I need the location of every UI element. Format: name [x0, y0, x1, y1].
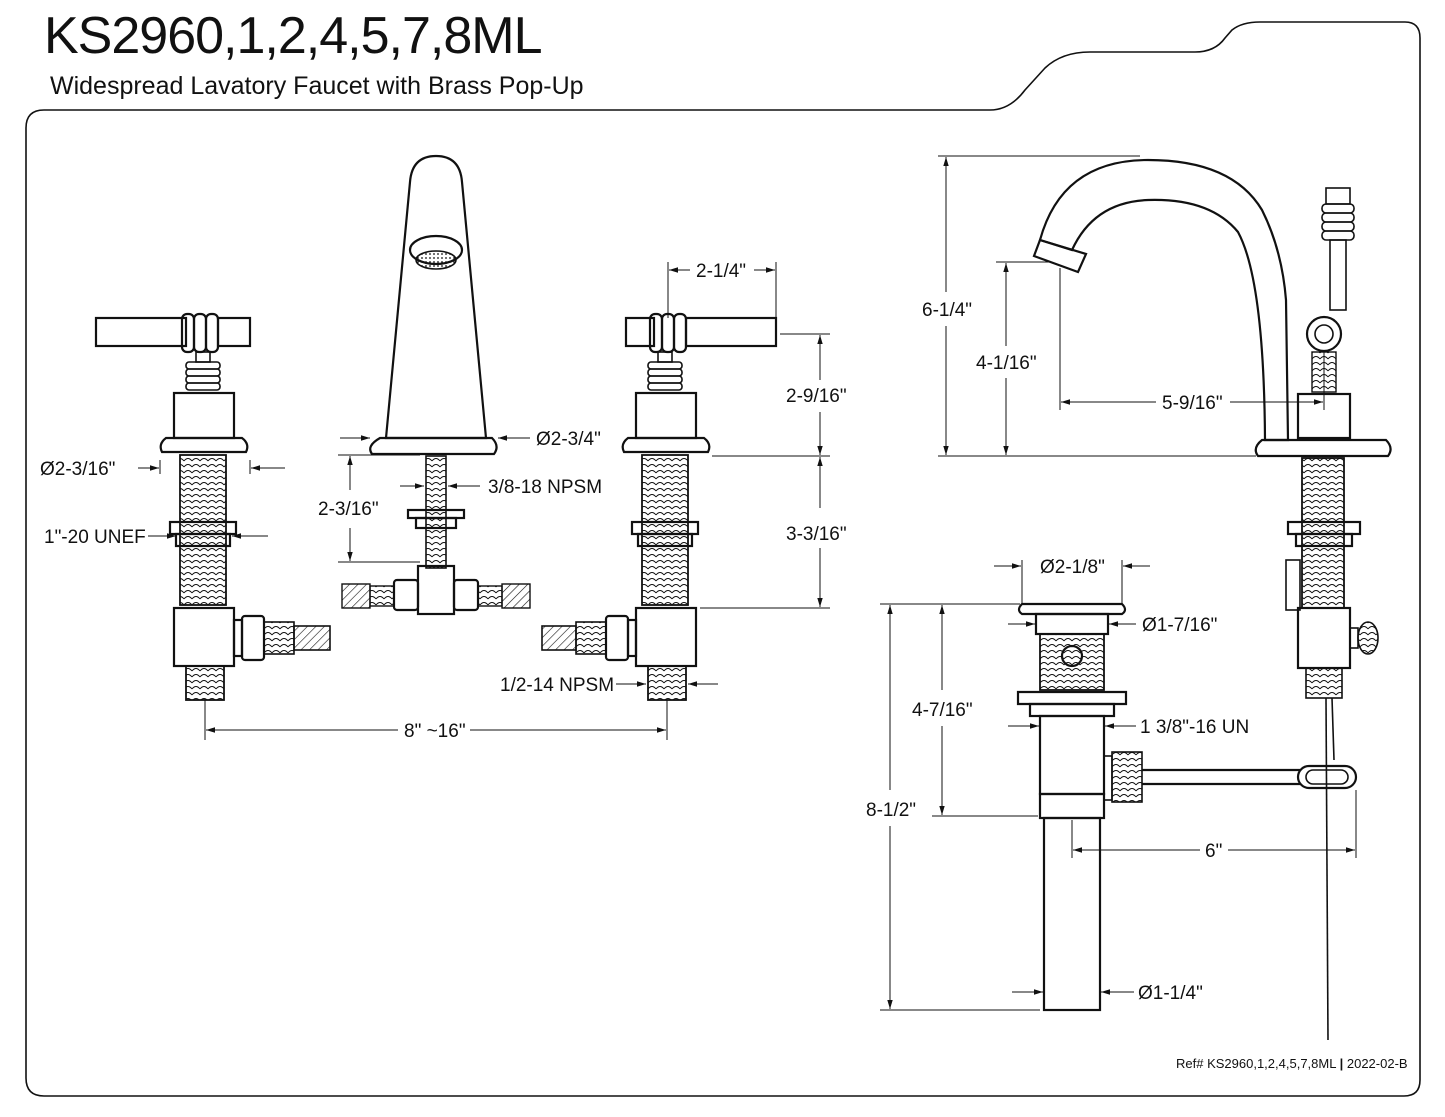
label-tailpiece-dia: Ø1-1/4": [1138, 983, 1203, 1004]
spout-front: [341, 154, 531, 616]
label-drain-thread: 1 3/8"-16 UN: [1140, 717, 1249, 738]
dim-pivot-rod: [1071, 790, 1357, 858]
model-title: KS2960,1,2,4,5,7,8ML: [44, 7, 542, 65]
dim-spout-reach: [1059, 268, 1325, 410]
reference-footer: Ref# KS2960,1,2,4,5,7,8ML | 2022-02-B: [1176, 1056, 1408, 1071]
label-pivot-rod-length: 6": [1205, 841, 1222, 862]
label-handle-height: 2-9/16": [786, 386, 847, 407]
label-drain-cap-dia: Ø1-7/16": [1142, 615, 1217, 636]
label-valve-inlet-thread: 1/2-14 NPSM: [500, 675, 614, 696]
label-spout-reach: 5-9/16": [1162, 393, 1223, 414]
label-overall-height: 6-1/4": [922, 300, 972, 321]
label-spout-shank-thread: 3/8-18 NPSM: [488, 477, 602, 498]
label-drain-total-length: 8-1/2": [866, 800, 916, 821]
label-handle-flange-dia: Ø2-3/16": [40, 459, 115, 480]
label-drain-flange-dia: Ø2-1/8": [1040, 557, 1105, 578]
right-handle-valve: [541, 312, 778, 701]
pop-up-drain: [1016, 602, 1358, 1012]
dim-center-spread: [204, 700, 668, 740]
label-valve-shank-length: 3-3/16": [786, 524, 847, 545]
dim-handle-height: [700, 333, 830, 609]
label-handle-shank-thread: 1"-20 UNEF: [44, 527, 146, 548]
dim-drain-flange: [994, 560, 1150, 604]
label-center-spread: 8" ~16": [404, 721, 466, 742]
sheet-border: [25, 21, 1421, 1097]
reference-separator: |: [1339, 1056, 1344, 1071]
dim-spout-shank-length: [338, 454, 420, 563]
revision-date: 2022-02-B: [1346, 1056, 1408, 1071]
dim-overall-height: [938, 155, 1256, 457]
dim-drain-lengths: [880, 603, 1040, 1011]
label-handle-length: 2-1/4": [696, 261, 746, 282]
product-description: Widespread Lavatory Faucet with Brass Po…: [50, 72, 584, 100]
faucet-side-view: [1032, 158, 1392, 1041]
dim-spout-height: [996, 261, 1052, 455]
dim-handle-flange: [138, 460, 285, 474]
label-spout-shank-length: 2-3/16": [318, 499, 379, 520]
label-spout-base-dia: Ø2-3/4": [536, 429, 601, 450]
label-spout-height: 4-1/16": [976, 353, 1037, 374]
left-handle-valve: [94, 312, 331, 701]
dim-handle-length: [667, 262, 777, 318]
label-drain-body-length: 4-7/16": [912, 700, 973, 721]
reference-number: Ref# KS2960,1,2,4,5,7,8ML: [1176, 1056, 1336, 1071]
